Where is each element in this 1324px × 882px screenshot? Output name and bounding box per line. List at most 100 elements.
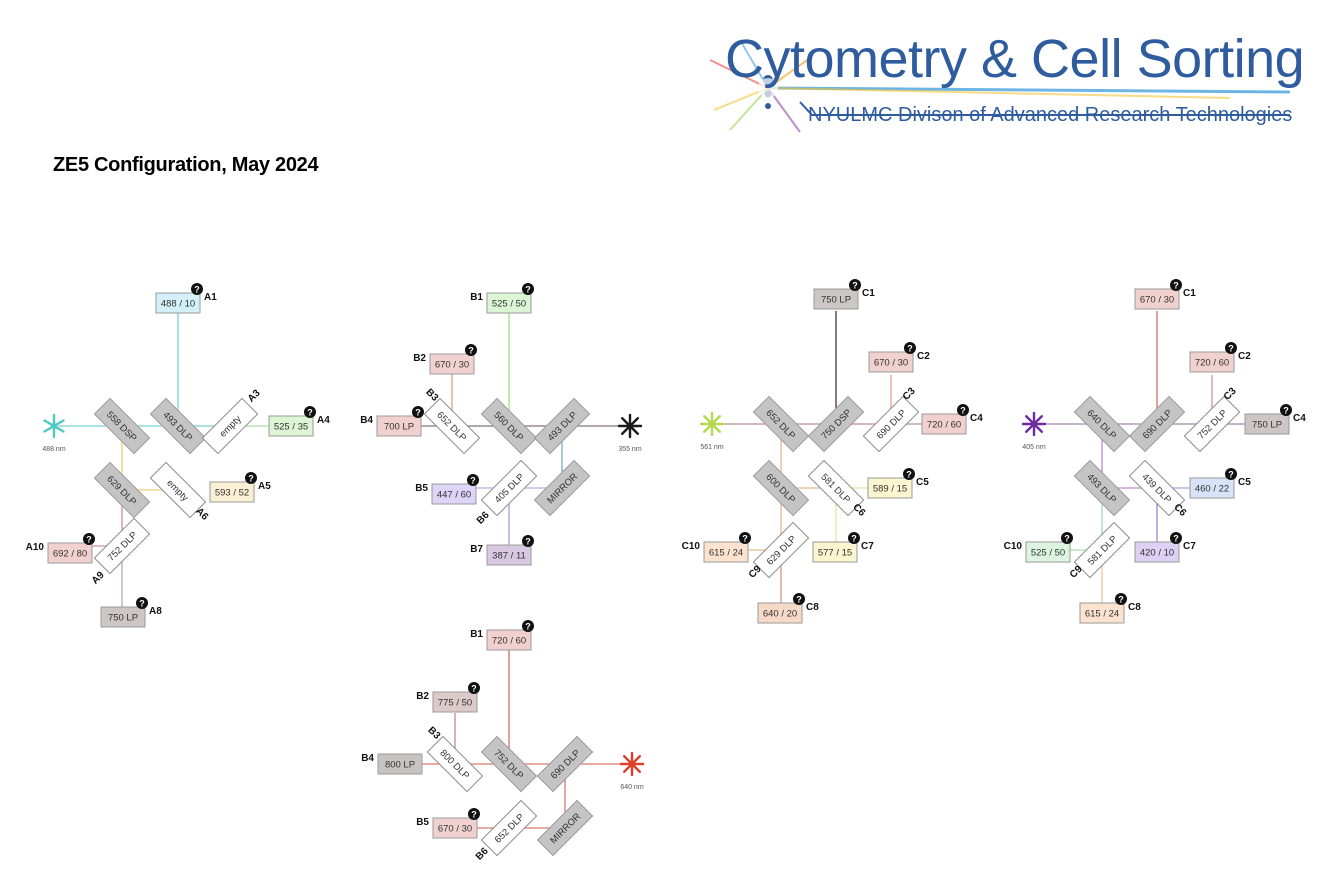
bandpass-filter[interactable]: 720 / 60	[921, 413, 967, 435]
svg-text:?: ?	[471, 810, 477, 820]
bandpass-filter[interactable]: 525 / 35	[268, 415, 314, 437]
svg-text:?: ?	[1283, 406, 1289, 416]
help-icon[interactable]: ?	[522, 620, 534, 632]
help-icon[interactable]: ?	[83, 533, 95, 545]
svg-text:?: ?	[1173, 534, 1179, 544]
bandpass-filter[interactable]: 750 LP	[100, 606, 146, 628]
dichroic-mirror[interactable]: 800 DLP	[426, 735, 484, 793]
page-title: ZE5 Configuration, May 2024	[53, 154, 319, 176]
help-icon[interactable]: ?	[1061, 532, 1073, 544]
filter-label: 670 / 30	[874, 358, 908, 369]
help-icon[interactable]: ?	[1280, 404, 1292, 416]
svg-text:?: ?	[960, 406, 966, 416]
bandpass-filter[interactable]: 700 LP	[376, 415, 422, 437]
bandpass-filter[interactable]: 670 / 30	[868, 351, 914, 373]
svg-text:?: ?	[194, 285, 200, 295]
bandpass-filter[interactable]: 750 LP	[813, 288, 859, 310]
bandpass-filter[interactable]: 720 / 60	[1189, 351, 1235, 373]
laser-label: 640 nm	[620, 784, 644, 791]
help-icon[interactable]: ?	[904, 342, 916, 354]
bandpass-filter[interactable]: 640 / 20	[757, 602, 803, 624]
help-icon[interactable]: ?	[739, 532, 751, 544]
filter-label: 692 / 80	[53, 549, 87, 560]
svg-text:?: ?	[248, 474, 254, 484]
svg-text:?: ?	[86, 535, 92, 545]
filter-label: 700 LP	[384, 422, 414, 433]
help-icon[interactable]: ?	[1225, 468, 1237, 480]
help-icon[interactable]: ?	[465, 344, 477, 356]
detector-id: C7	[861, 541, 874, 552]
help-icon[interactable]: ?	[468, 808, 480, 820]
help-icon[interactable]: ?	[522, 283, 534, 295]
help-icon[interactable]: ?	[304, 406, 316, 418]
detector-id: B1	[470, 629, 483, 640]
bandpass-filter[interactable]: 750 LP	[1244, 413, 1290, 435]
laser-star-icon	[1021, 411, 1047, 437]
svg-text:?: ?	[470, 476, 476, 486]
help-icon[interactable]: ?	[848, 532, 860, 544]
bandpass-filter[interactable]: 420 / 10	[1134, 541, 1180, 563]
svg-text:?: ?	[742, 534, 748, 544]
bandpass-filter[interactable]: 447 / 60	[431, 483, 477, 505]
filter-label: 447 / 60	[437, 490, 471, 501]
svg-text:?: ?	[525, 622, 531, 632]
bandpass-filter[interactable]: 577 / 15	[812, 541, 858, 563]
detector-id: C4	[970, 413, 983, 424]
help-icon[interactable]: ?	[467, 474, 479, 486]
bandpass-filter[interactable]: 670 / 30	[1134, 288, 1180, 310]
help-icon[interactable]: ?	[1170, 532, 1182, 544]
detector-id: B7	[470, 544, 483, 555]
mirror-position-id: B6	[475, 510, 492, 527]
help-icon[interactable]: ?	[136, 597, 148, 609]
help-icon[interactable]: ?	[1115, 593, 1127, 605]
bandpass-filter[interactable]: 670 / 30	[429, 353, 475, 375]
help-icon[interactable]: ?	[903, 468, 915, 480]
bandpass-filter[interactable]: 692 / 80	[47, 542, 93, 564]
help-icon[interactable]: ?	[849, 279, 861, 291]
filter-label: 525 / 35	[274, 422, 308, 433]
help-icon[interactable]: ?	[191, 283, 203, 295]
dichroic-mirror[interactable]: 600 DLP	[752, 459, 810, 517]
dichroic-mirror[interactable]: 560 DLP	[480, 397, 538, 455]
detector-id: B1	[470, 292, 483, 303]
bandpass-filter[interactable]: 387 / 11	[486, 544, 532, 566]
bandpass-filter[interactable]: 615 / 24	[703, 541, 749, 563]
help-icon[interactable]: ?	[468, 682, 480, 694]
bandpass-filter[interactable]: 615 / 24	[1079, 602, 1125, 624]
bandpass-filter[interactable]: 488 / 10	[155, 292, 201, 314]
svg-text:?: ?	[907, 344, 913, 354]
dichroic-mirror[interactable]: 690 DLP	[536, 735, 594, 793]
filter-label: 593 / 52	[215, 488, 249, 499]
svg-text:?: ?	[1064, 534, 1070, 544]
detector-id: C4	[1293, 413, 1306, 424]
dichroic-mirror[interactable]: 652 DLP	[423, 397, 481, 455]
detector-id: C5	[916, 477, 929, 488]
bandpass-filter[interactable]: 800 LP	[377, 753, 423, 775]
bandpass-filter[interactable]: 525 / 50	[1025, 541, 1071, 563]
laser-star-icon	[617, 413, 643, 439]
help-icon[interactable]: ?	[245, 472, 257, 484]
laser-label: 488 nm	[42, 446, 66, 453]
help-icon[interactable]: ?	[957, 404, 969, 416]
help-icon[interactable]: ?	[793, 593, 805, 605]
bandpass-filter[interactable]: 589 / 15	[867, 477, 913, 499]
bandpass-filter[interactable]: 775 / 50	[432, 691, 478, 713]
svg-text:?: ?	[906, 470, 912, 480]
help-icon[interactable]: ?	[522, 535, 534, 547]
bandpass-filter[interactable]: 670 / 30	[432, 817, 478, 839]
bandpass-filter[interactable]: 720 / 60	[486, 629, 532, 651]
help-icon[interactable]: ?	[1170, 279, 1182, 291]
svg-text:?: ?	[525, 285, 531, 295]
help-icon[interactable]: ?	[412, 406, 424, 418]
filter-label: 577 / 15	[818, 548, 852, 559]
filter-label: 460 / 22	[1195, 484, 1229, 495]
bandpass-filter[interactable]: 460 / 22	[1189, 477, 1235, 499]
logo-subtitle: NYULMC Divison of Advanced Research Tech…	[808, 104, 1293, 126]
filter-label: 750 LP	[821, 295, 851, 306]
bandpass-filter[interactable]: 525 / 50	[486, 292, 532, 314]
mirror-position-id: A3	[246, 388, 263, 405]
bandpass-filter[interactable]: 593 / 52	[209, 481, 255, 503]
help-icon[interactable]: ?	[1225, 342, 1237, 354]
